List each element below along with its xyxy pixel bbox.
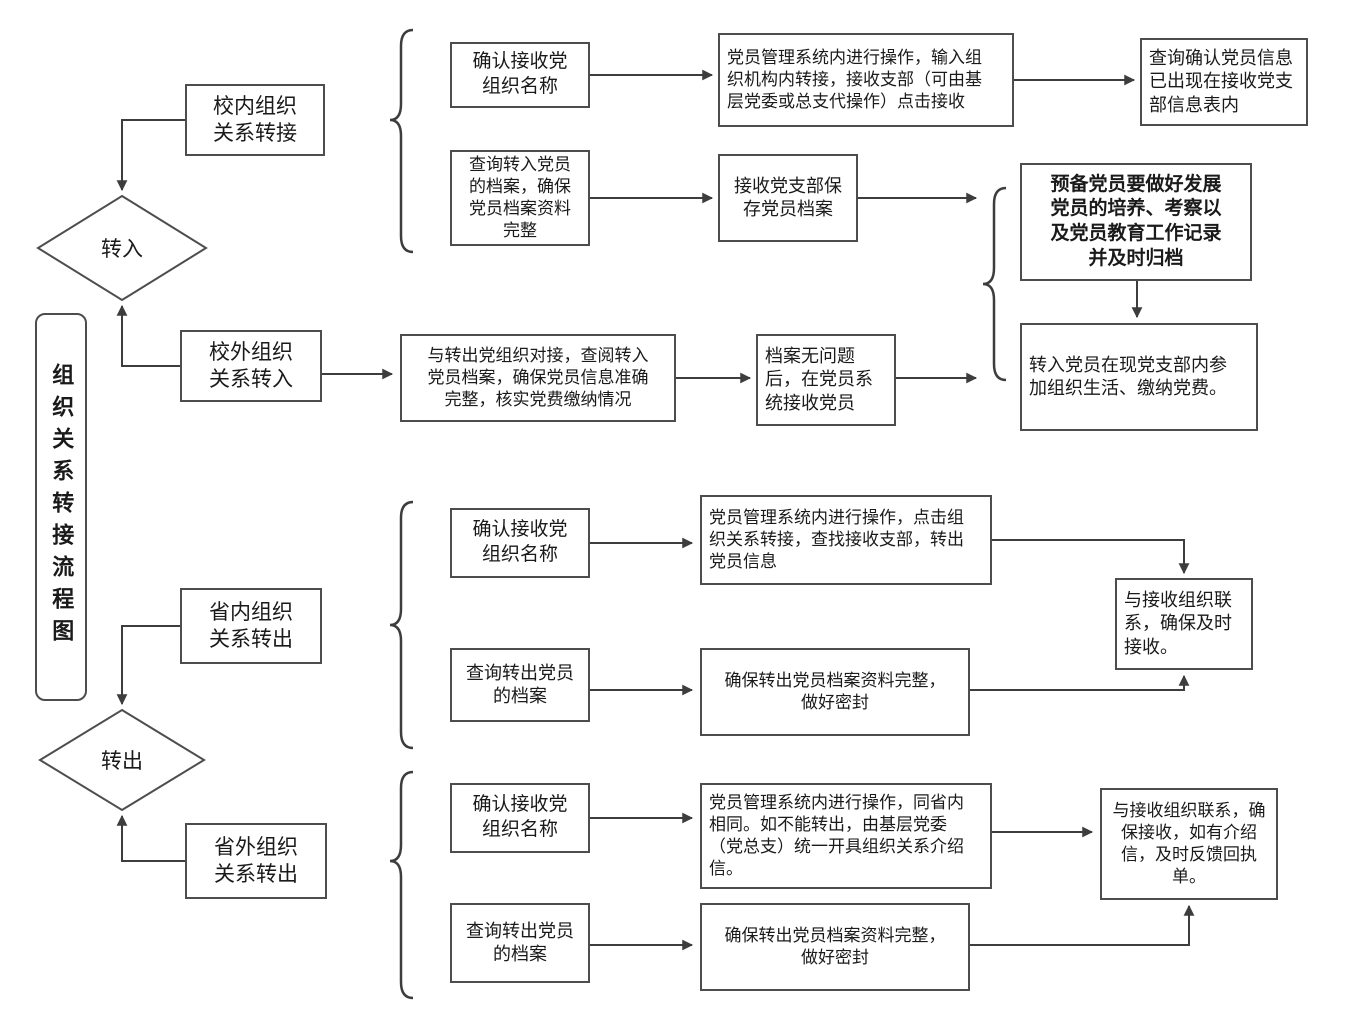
node-probationary-member-note: 预备党员要做好发展 党员的培养、考察以 及党员教育工作记录 并及时归档	[1020, 163, 1252, 281]
node-query-transfer-out-archive-1: 查询转出党员 的档案	[450, 648, 590, 722]
brace-province-external	[389, 770, 414, 1000]
node-province-external-transfer-out: 省外组织 关系转出	[185, 823, 327, 899]
node-join-branch-life: 转入党员在现党支部内参 加组织生活、缴纳党费。	[1020, 323, 1258, 431]
node-system-operate-province-external: 党员管理系统内进行操作，同省内 相同。如不能转出，由基层党委 （党总支）统一开具…	[700, 783, 992, 889]
node-campus-internal-transfer: 校内组织 关系转接	[185, 84, 325, 156]
connector-seal1-to-contact1	[970, 674, 1190, 691]
node-campus-external-transfer-in: 校外组织 关系转入	[180, 330, 322, 402]
node-contact-receiving-org-1: 与接收组织联 系，确保及时 接收。	[1115, 578, 1253, 670]
node-query-transfer-out-archive-2: 查询转出党员 的档案	[450, 903, 590, 983]
node-province-internal-transfer-out: 省内组织 关系转出	[180, 588, 322, 664]
connector-sys2-to-contact1	[992, 539, 1190, 575]
brace-group	[389, 28, 1007, 1000]
decision-diamond-transfer-out	[38, 708, 206, 812]
brace-transfer-in-results	[982, 186, 1007, 382]
decision-transfer-in-label: 转入	[101, 238, 143, 261]
node-system-receive-member: 档案无问题 后，在党员系 统接收党员	[756, 334, 896, 426]
node-system-operate-province-internal: 党员管理系统内进行操作，点击组 织关系转接，查找接收支部，转出 党员信息	[700, 495, 992, 585]
node-seal-archive-1: 确保转出党员档案资料完整， 做好密封	[700, 648, 970, 736]
node-dock-with-transfer-out-org: 与转出党组织对接，查阅转入 党员档案，确保党员信息准确 完整，核实党费缴纳情况	[400, 334, 676, 422]
connector-campus-external-to-in	[116, 304, 180, 367]
node-confirm-receiving-org-1: 确认接收党 组织名称	[450, 42, 590, 108]
node-system-operate-internal: 党员管理系统内进行操作，输入组 织机构内转接，接收支部（可由基 层党委或总支代操…	[718, 33, 1014, 127]
node-save-member-archive: 接收党支部保 存党员档案	[718, 154, 858, 242]
node-contact-receiving-org-2: 与接收组织联系，确 保接收，如有介绍 信，及时反馈回执 单。	[1100, 788, 1278, 900]
diagram-title: 组织关系转接流程图	[35, 313, 87, 701]
connector-seal2-to-contact2	[970, 904, 1195, 946]
connectors	[116, 69, 1195, 951]
node-verify-member-info: 查询确认党员信息 已出现在接收党支 部信息表内	[1140, 38, 1308, 126]
decision-transfer-out-label: 转出	[101, 750, 143, 773]
brace-province-internal	[389, 500, 414, 750]
node-confirm-receiving-org-3: 确认接收党 组织名称	[450, 783, 590, 853]
node-query-transfer-in-archive: 查询转入党员 的档案，确保 党员档案资料 完整	[450, 150, 590, 246]
node-seal-archive-2: 确保转出党员档案资料完整， 做好密封	[700, 903, 970, 991]
connector-province-internal-to-out	[116, 625, 180, 706]
node-confirm-receiving-org-2: 确认接收党 组织名称	[450, 508, 590, 578]
decision-diamond-transfer-in	[36, 194, 208, 302]
brace-campus-internal	[389, 28, 414, 254]
connector-province-external-to-out	[116, 814, 185, 862]
connector-campus-internal-to-in	[116, 119, 185, 192]
